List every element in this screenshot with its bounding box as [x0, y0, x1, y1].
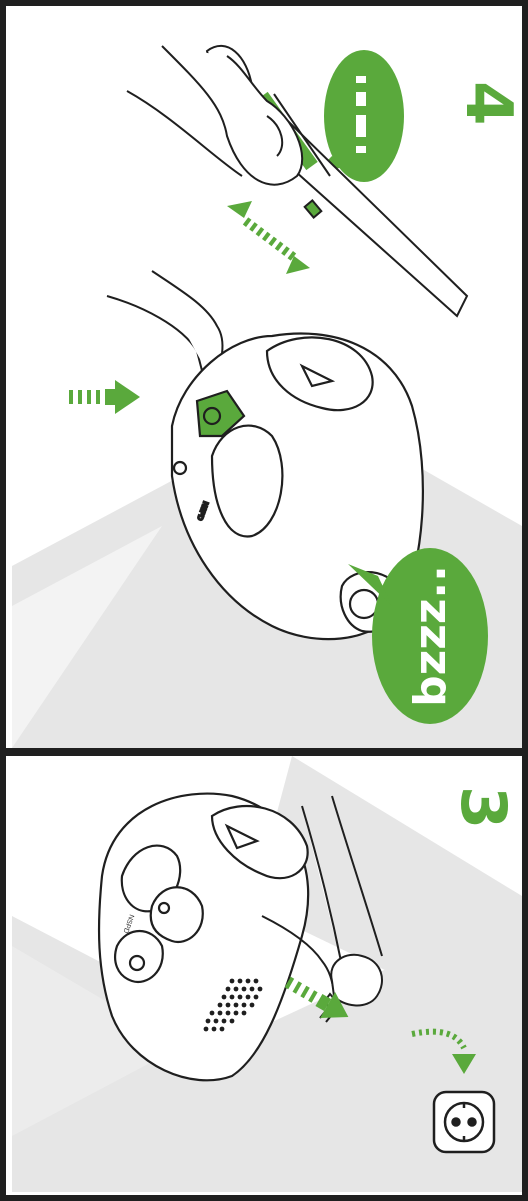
step-number: 3: [447, 786, 520, 829]
step-3-illustration: 3: [12, 756, 522, 1192]
step-3-panel: 3: [12, 756, 522, 1192]
hand-top: [127, 46, 302, 185]
bzzz-text: bzzz..: [405, 565, 456, 707]
push-arrow-icon: [69, 380, 140, 414]
step-number: 4: [451, 81, 522, 126]
step-4-panel: 4: [12, 6, 522, 748]
power-socket-icon: [434, 1092, 494, 1152]
step-4-illustration: 4: [12, 6, 522, 748]
slide-double-arrow-icon: [227, 201, 310, 274]
panel-divider: [0, 748, 528, 756]
